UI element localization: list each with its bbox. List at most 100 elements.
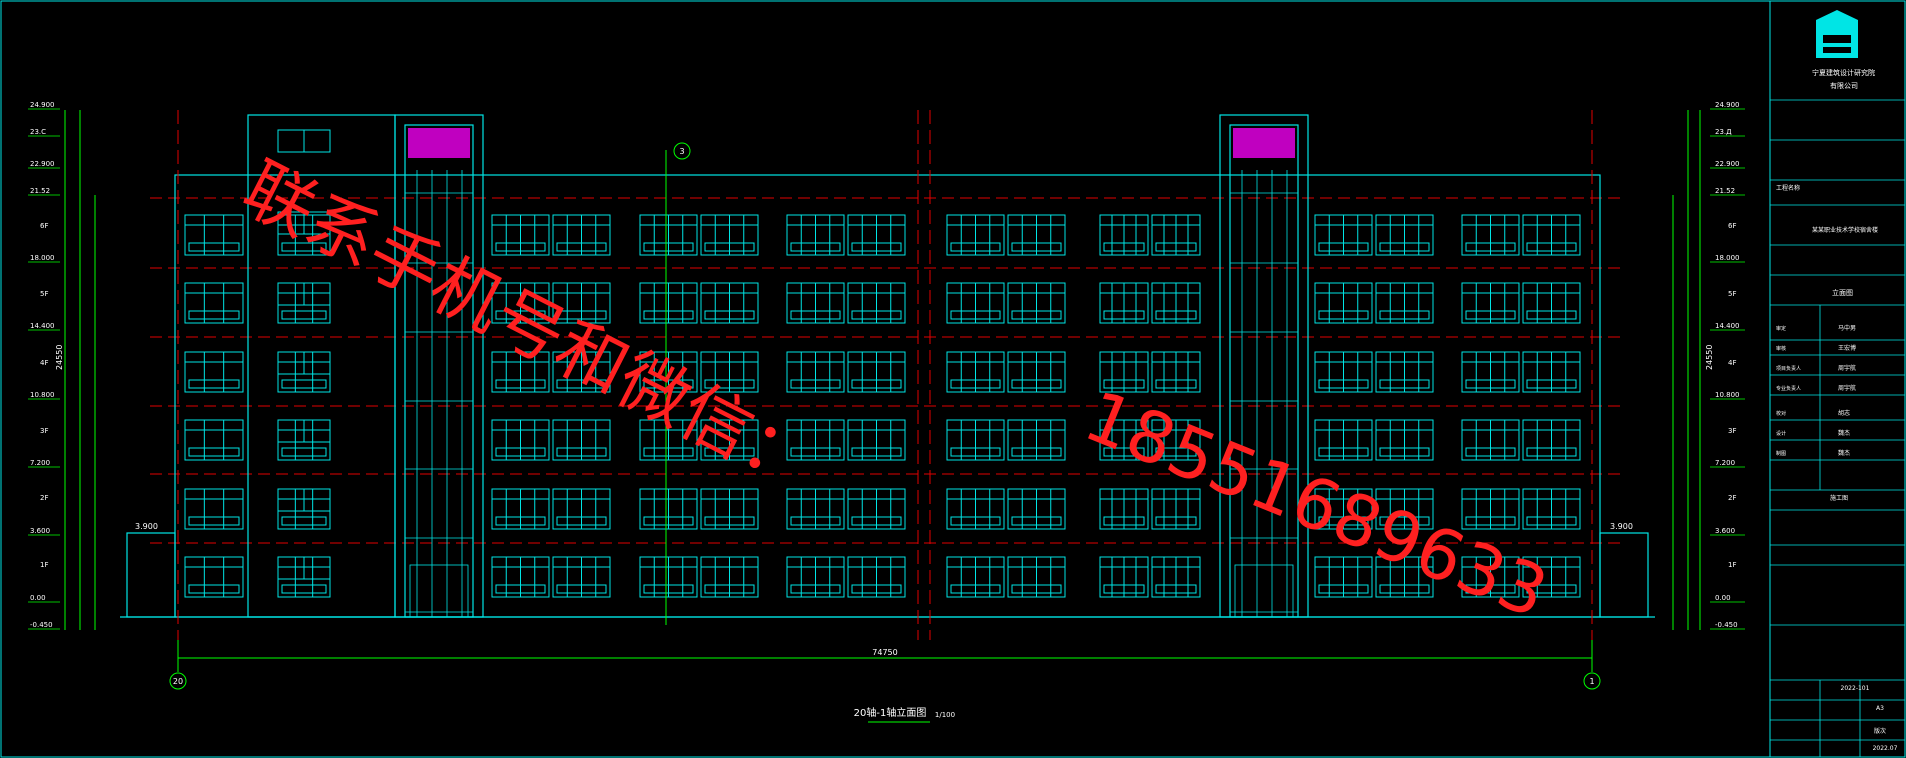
- person-name: 魏杰: [1838, 429, 1850, 437]
- window: [184, 214, 244, 256]
- left-louver: [408, 128, 470, 158]
- window: [184, 282, 244, 324]
- level-label: 3.600: [30, 527, 50, 535]
- left-dimension-chain: [64, 110, 96, 630]
- floor-label: 6F: [40, 222, 48, 230]
- window: [1461, 214, 1581, 256]
- person-name: 周宇航: [1838, 364, 1856, 372]
- window: [1461, 351, 1581, 393]
- total-height-left: 24550: [55, 345, 64, 370]
- level-label: 22.900: [1715, 160, 1740, 168]
- floor-label: 6F: [1728, 222, 1736, 230]
- window: [491, 282, 611, 324]
- tower-glazing: [1230, 170, 1298, 618]
- window: [1461, 282, 1581, 324]
- watermark-line2: 18551689633: [1074, 375, 1559, 635]
- window: [639, 488, 759, 530]
- project-name: 某某职业技术学校宿舍楼: [1812, 226, 1878, 234]
- role-label: 设计: [1776, 430, 1786, 437]
- window: [491, 214, 611, 256]
- title-block: 宁夏建筑设计研究院 有限公司 工程名称 某某职业技术学校宿舍楼 立面图 审定马中…: [1769, 0, 1906, 758]
- floor-label: 4F: [1728, 359, 1736, 367]
- axis-bubble-right: [1583, 672, 1601, 690]
- window: [946, 556, 1066, 598]
- window: [1099, 419, 1201, 461]
- level-label: 10.800: [30, 391, 55, 399]
- window: [277, 351, 331, 375]
- floor-label: 1F: [1728, 561, 1736, 569]
- overall-dimension: 74750: [872, 648, 897, 657]
- person-name: 马中男: [1838, 324, 1856, 332]
- person-name: 王宏博: [1838, 344, 1856, 352]
- axis-mid-label: 3: [679, 147, 684, 156]
- window: [786, 556, 906, 598]
- window: [786, 419, 906, 461]
- window: [639, 556, 759, 598]
- grade: A3: [1876, 705, 1884, 712]
- window: [491, 419, 611, 461]
- level-label: 0.00: [1715, 594, 1731, 602]
- window: [1314, 214, 1434, 256]
- window: [277, 282, 331, 306]
- window: [1314, 488, 1434, 530]
- level-label: 0.00: [30, 594, 46, 602]
- level-label: 23.С: [30, 128, 46, 136]
- person-name: 周宇航: [1838, 384, 1856, 392]
- floor-label: 4F: [40, 359, 48, 367]
- level-label: 18.000: [30, 254, 55, 262]
- window: [1099, 556, 1201, 598]
- window: [1099, 214, 1201, 256]
- watermark-line1: 联系手机号和微信：: [230, 147, 829, 506]
- date: 2022.07: [1873, 745, 1898, 752]
- window: [277, 488, 331, 512]
- stage-label: 施工图: [1830, 494, 1848, 502]
- left-annex: [126, 532, 176, 618]
- level-label: 24.900: [1715, 101, 1740, 109]
- window: [1314, 419, 1434, 461]
- window: [1461, 419, 1581, 461]
- axis-bubble-left: [169, 672, 187, 690]
- total-height-right: 24550: [1705, 345, 1714, 370]
- person-name: 胡志: [1838, 409, 1850, 417]
- right-tower: [1219, 114, 1309, 618]
- role-label: 审定: [1776, 325, 1786, 332]
- window: [184, 419, 244, 461]
- level-label: 7.200: [1715, 459, 1735, 467]
- window: [277, 556, 331, 580]
- window: [491, 351, 611, 393]
- left-tower: [394, 114, 484, 618]
- side-level-right: 3.900: [1610, 522, 1633, 531]
- window: [946, 214, 1066, 256]
- role-label: 项目负责人: [1776, 365, 1801, 372]
- window: [786, 282, 906, 324]
- right-dimension-chain: [1672, 110, 1701, 630]
- window: [1314, 282, 1434, 324]
- window: [491, 556, 611, 598]
- tower-glazing: [405, 170, 473, 618]
- role-label: 审核: [1776, 345, 1786, 352]
- revision: 版次: [1874, 727, 1886, 735]
- side-level-left: 3.900: [135, 522, 158, 531]
- floor-label: 2F: [40, 494, 48, 502]
- window: [491, 488, 611, 530]
- level-label: 18.000: [1715, 254, 1740, 262]
- window: [1099, 351, 1201, 393]
- window: [1314, 556, 1434, 598]
- level-label: 3.600: [1715, 527, 1735, 535]
- window: [1461, 556, 1581, 598]
- window: [639, 419, 759, 461]
- right-louver: [1233, 128, 1295, 158]
- floor-label: 3F: [1728, 427, 1736, 435]
- level-label: -0.450: [30, 621, 53, 629]
- window: [639, 214, 759, 256]
- floor-label: 5F: [40, 290, 48, 298]
- window: [946, 351, 1066, 393]
- role-label: 校对: [1776, 410, 1786, 417]
- level-label: 22.900: [30, 160, 55, 168]
- window: [1314, 351, 1434, 393]
- axis-lines: [177, 110, 1593, 640]
- drawing-title: 20轴-1轴立面图: [854, 706, 927, 719]
- window: [184, 556, 244, 598]
- levels-right: 24.90023.Д22.90021.5218.00014.40010.8007…: [1710, 101, 1745, 630]
